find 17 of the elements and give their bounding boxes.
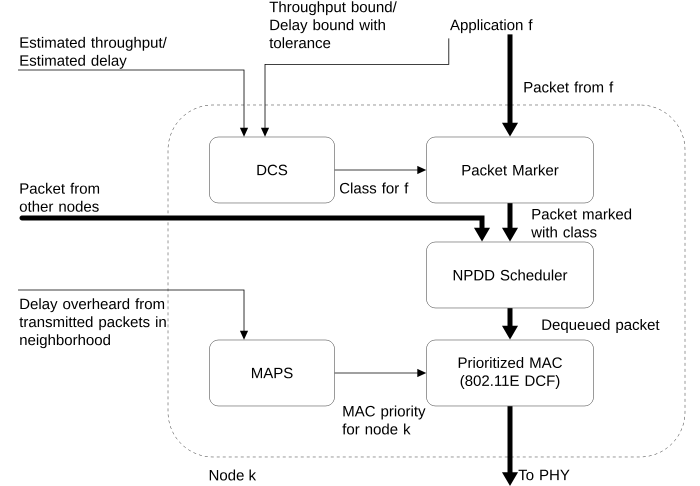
process-box: Prioritized MAC (802.11E DCF) — [426, 340, 594, 406]
node-label: Node k — [210, 469, 256, 480]
edge-label: Dequeued packet — [542, 319, 660, 333]
input-label: Packet from other nodes — [20, 182, 100, 212]
edge-label: Throughput bound/ Delay bound with tolerance — [269, 1, 397, 48]
process-box: Packet Marker — [426, 136, 594, 204]
process-box: DCS — [209, 136, 335, 204]
process-box: MAPS — [209, 340, 335, 406]
edge-label: Packet from f — [524, 81, 614, 92]
edge-label: Packet marked with class — [531, 208, 632, 238]
input-label: Delay overheard from transmitted packets in neighborhood — [19, 298, 166, 348]
input-label: Application f — [450, 19, 533, 34]
edge-label: To PHY — [518, 470, 570, 480]
process-box: NPDD Scheduler — [426, 242, 594, 308]
input-label: Estimated throughput/ Estimated delay — [20, 36, 167, 69]
edge-label: Class for f — [340, 182, 408, 194]
edge-label: MAC priority for node k — [342, 405, 426, 434]
